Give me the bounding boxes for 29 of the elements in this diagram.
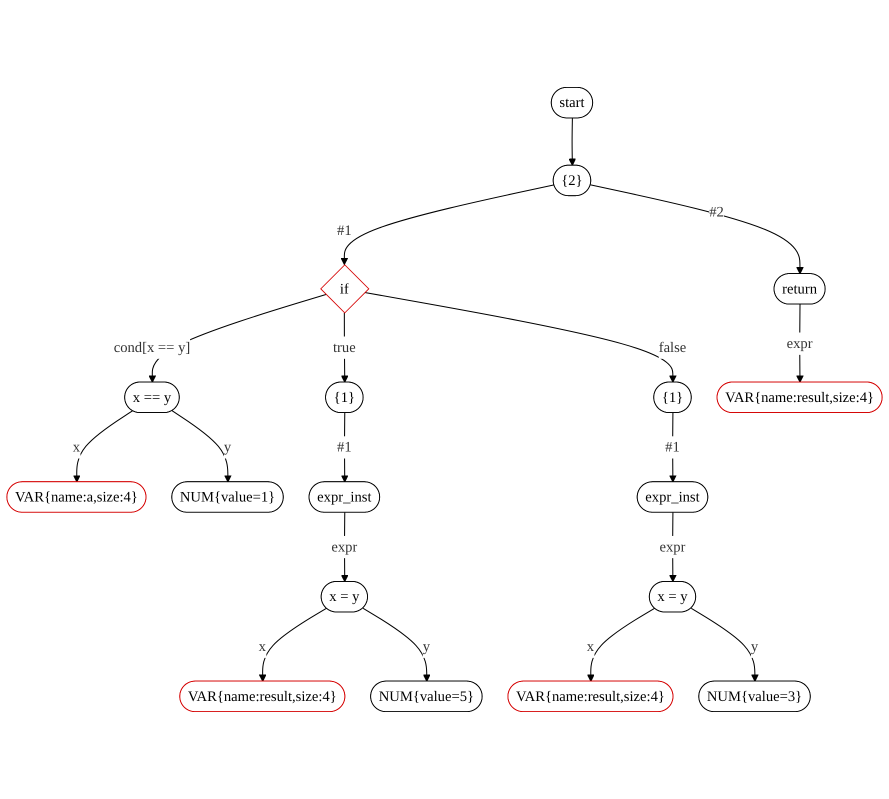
arrow — [340, 184, 554, 266]
edge-label: cond[x == y] — [114, 339, 190, 356]
edge-label: #1 — [337, 438, 352, 456]
edge-label: #2 — [709, 204, 724, 220]
arrow — [691, 608, 759, 682]
arrow — [364, 292, 677, 383]
edge-label: #1 — [337, 222, 352, 238]
arrow — [258, 608, 327, 682]
edge-label: expr — [660, 538, 686, 555]
edge-label: x — [258, 638, 266, 654]
edge-label: expr — [331, 538, 358, 555]
node-diamond: if — [320, 264, 370, 314]
edge-label: false — [658, 339, 686, 356]
arrow — [340, 412, 348, 483]
edge-label: y — [422, 638, 430, 654]
edge-label: true — [332, 339, 356, 356]
arrow — [362, 608, 430, 682]
arrow — [590, 184, 804, 274]
arrow — [172, 410, 232, 483]
edge-label: x — [586, 638, 594, 654]
arrow — [669, 412, 677, 483]
edge-label: x — [72, 438, 80, 456]
arrow — [587, 608, 655, 682]
edge-label: y — [750, 638, 758, 654]
edge-label: y — [224, 438, 232, 456]
arrow — [568, 118, 576, 166]
edge-label: #1 — [665, 438, 680, 456]
edge-label: expr — [786, 335, 813, 352]
arrow — [73, 410, 133, 483]
